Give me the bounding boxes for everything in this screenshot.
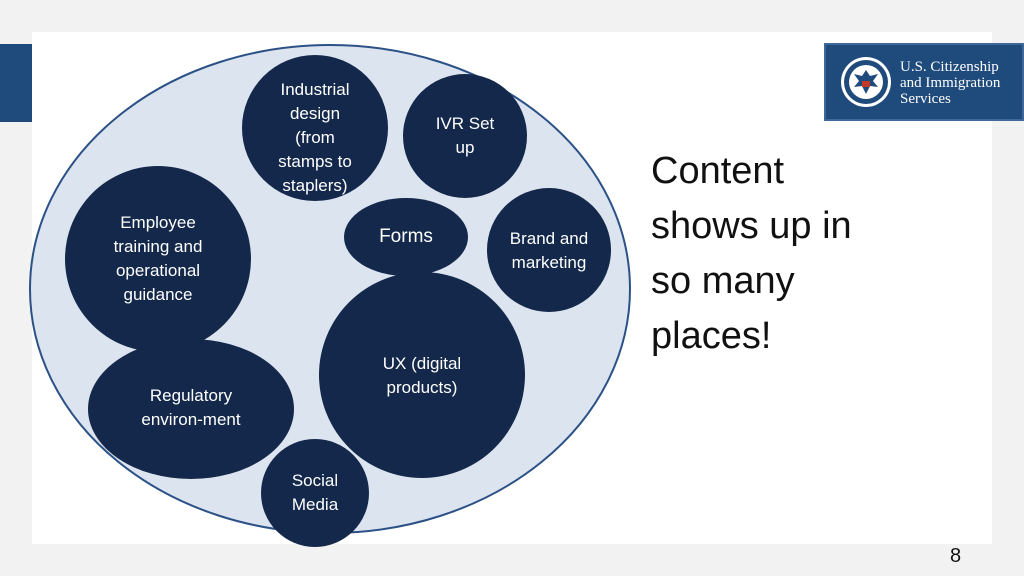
text-line: Brand and xyxy=(509,229,589,248)
bubble-label-employee: Employee training and operational guidan… xyxy=(78,211,238,307)
bubble-industrial xyxy=(242,55,388,201)
bubble-label-industrial: Industrial design (from stamps to staple… xyxy=(245,76,385,200)
bubble-social xyxy=(261,439,369,547)
bubble-employee xyxy=(65,166,251,352)
headline-line: Content xyxy=(651,150,785,192)
bubble-label-forms: Forms xyxy=(346,224,466,250)
logo-line: U.S. Citizenship xyxy=(900,59,999,75)
uscis-logo: U.S. Citizenship and Immigration Service… xyxy=(824,43,1024,121)
text-line: up xyxy=(455,138,475,157)
text-line: Regulatory xyxy=(149,386,233,405)
logo-line: Services xyxy=(900,91,951,107)
page-number: 8 xyxy=(950,545,962,567)
headline-line: shows up in xyxy=(651,205,852,247)
accent-bar xyxy=(0,44,32,122)
text-line: Forms xyxy=(379,226,433,247)
text-line: Industrial xyxy=(280,80,350,99)
headline-line: so many xyxy=(651,260,795,302)
text-line: IVR Set xyxy=(435,114,495,133)
text-line: design xyxy=(289,104,341,123)
text-line: marketing xyxy=(511,253,587,272)
text-line: stamps to xyxy=(278,152,352,171)
text-line: Media xyxy=(291,495,339,514)
bubble-ivr xyxy=(403,74,527,198)
bubble-label-ivr: IVR Set up xyxy=(405,112,525,160)
text-line: guidance xyxy=(123,285,193,304)
text-line: training and xyxy=(113,237,203,256)
bubble-label-brand: Brand and marketing xyxy=(489,227,609,275)
text-line: Social xyxy=(291,471,339,490)
bubble-forms xyxy=(344,198,468,276)
text-line: operational xyxy=(115,261,201,280)
bubble-brand xyxy=(487,188,611,312)
text-line: UX (digital xyxy=(382,354,462,373)
bubble-label-social: Social Media xyxy=(265,469,365,517)
logo-text: U.S. Citizenship and Immigration Service… xyxy=(900,59,1000,107)
text-line: environ-ment xyxy=(141,410,241,429)
bubble-label-ux: UX (digital products) xyxy=(352,352,492,400)
dhs-seal-icon xyxy=(841,57,891,107)
text-line: staplers) xyxy=(282,176,348,195)
logo-line: and Immigration xyxy=(900,75,1001,91)
text-line: (from xyxy=(295,128,335,147)
text-line: products) xyxy=(386,378,458,397)
headline-line: places! xyxy=(651,315,772,357)
text-line: Employee xyxy=(120,213,196,232)
bubble-ux xyxy=(319,272,525,478)
headline: Content shows up in so many places! xyxy=(651,144,951,364)
bubble-regulatory xyxy=(88,339,294,479)
bubble-label-regulatory: Regulatory environ-ment xyxy=(111,384,271,432)
